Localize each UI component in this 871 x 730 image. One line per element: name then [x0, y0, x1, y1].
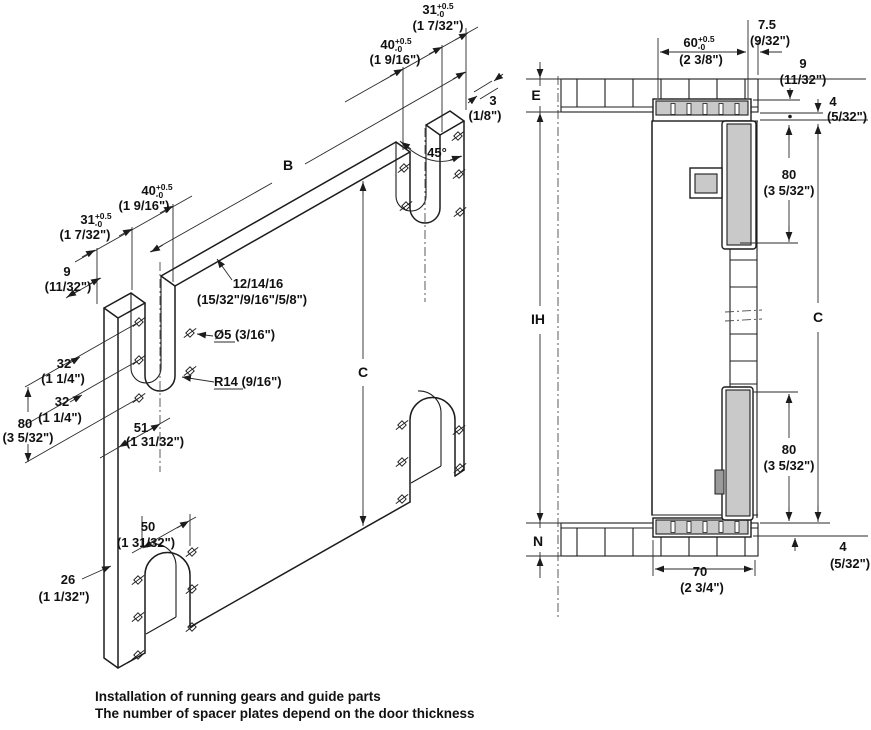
dim-31-left: 31+0.5-0 [80, 211, 112, 229]
dim-40-top: 40+0.5-0 [380, 36, 412, 54]
dim-32-a-inch: (1 1/4") [41, 371, 85, 386]
right-view-labels: E IH N C 60+0.5-0 (2 3/8") 7.5 (9/32") 9… [531, 17, 870, 595]
dim-80-bottom-inch: (3 5/32") [764, 458, 815, 473]
top-running-rail [652, 98, 752, 122]
label-e: E [531, 87, 540, 103]
label-c-right: C [813, 309, 823, 325]
gear-latch [714, 469, 725, 495]
dim-51: 51 [134, 420, 148, 435]
dim-4-top: 4 [829, 94, 837, 109]
caption-line-2: The number of spacer plates depend on th… [95, 706, 475, 721]
slot2-back [395, 125, 427, 212]
dim-80-top: 80 [782, 167, 796, 182]
dim-50-inch: (1 31/32") [117, 535, 175, 550]
dim-9-left-inch: (11/32") [45, 279, 92, 294]
dim-40-left-inch: (1 9/16") [119, 198, 170, 213]
dim-26-inch: (1 1/32") [39, 589, 90, 604]
dim-dia5: Ø5 (3/16") [214, 327, 275, 342]
dim-70: 70 [693, 564, 707, 579]
dim-40-top-inch: (1 9/16") [370, 52, 421, 67]
dim-80-bottom: 80 [782, 442, 796, 457]
caption: Installation of running gears and guide … [95, 689, 475, 721]
dim-31-top: 31+0.5-0 [422, 1, 454, 19]
label-45deg: 45° [427, 145, 447, 160]
notch2-back [410, 390, 442, 484]
slot-centerlines [159, 128, 426, 472]
label-ih: IH [531, 311, 545, 327]
dim-80-left-inch: (3 5/32") [3, 430, 54, 445]
slot1-back [130, 276, 162, 384]
dim-9-left: 9 [63, 264, 70, 279]
dim-31-left-inch: (1 7/32") [60, 227, 111, 242]
left-view-dimensions [24, 26, 504, 580]
label-c-left: C [358, 364, 368, 380]
right-view-dimensions [526, 20, 868, 578]
dim-32-a: 32 [57, 356, 71, 371]
rail-break-lines [724, 309, 763, 322]
dim-80-left: 80 [18, 416, 32, 431]
dim-26: 26 [61, 572, 75, 587]
door-thickness-options: 12/14/16 [233, 276, 284, 291]
dim-51-inch: (1 31/32") [126, 434, 184, 449]
left-view-labels: 31+0.5-0 (1 7/32") 40+0.5-0 (1 9/16") 3 … [3, 1, 502, 604]
door-thickness-options-inch: (15/32"/9/16"/5/8") [197, 292, 307, 307]
label-n: N [533, 533, 543, 549]
dim-r14: R14 (9/16") [214, 374, 282, 389]
slot1-thickness-cut [130, 275, 176, 304]
cross-section-view: E IH N C 60+0.5-0 (2 3/8") 7.5 (9/32") 9… [526, 17, 870, 618]
top-running-gear [689, 120, 757, 250]
dim-4-bottom-inch: (5/32") [830, 556, 870, 571]
dim-80-top-inch: (3 5/32") [764, 183, 815, 198]
dim-9-right-inch: (11/32") [780, 72, 827, 87]
dim-7-5-inch: (9/32") [750, 33, 790, 48]
panel-bottom-edge [117, 469, 465, 669]
dim-4-bottom: 4 [839, 539, 847, 554]
panel-top-face [103, 110, 465, 319]
dim-32-b: 32 [55, 394, 69, 409]
door-panel-view: 31+0.5-0 (1 7/32") 40+0.5-0 (1 9/16") 3 … [3, 1, 504, 669]
bottom-running-rail [652, 517, 752, 538]
slot2-front [409, 134, 441, 224]
dim-31-top-inch: (1 7/32") [413, 18, 464, 33]
panel-left-face [103, 307, 119, 669]
label-b: B [283, 157, 293, 173]
dim-3: 3 [489, 93, 496, 108]
dim-40-left: 40+0.5-0 [141, 182, 173, 200]
dim-50: 50 [141, 519, 155, 534]
bottom-running-gear [714, 386, 754, 521]
dim-9-right: 9 [799, 56, 806, 71]
notch1-back [145, 543, 177, 635]
slot1-front [144, 285, 176, 392]
dim-60-inch: (2 3/8") [679, 52, 723, 67]
notch1-front [144, 551, 191, 654]
dim-32-b-inch: (1 1/4") [38, 410, 82, 425]
dim-60: 60+0.5-0 [683, 34, 715, 52]
notch2-front [409, 396, 456, 503]
dim-4-top-inch: (5/32") [827, 109, 867, 124]
dim-70-inch: (2 3/4") [680, 580, 724, 595]
caption-line-1: Installation of running gears and guide … [95, 689, 381, 704]
dim-7-5: 7.5 [758, 17, 776, 32]
dim-3-inch: (1/8") [469, 108, 502, 123]
